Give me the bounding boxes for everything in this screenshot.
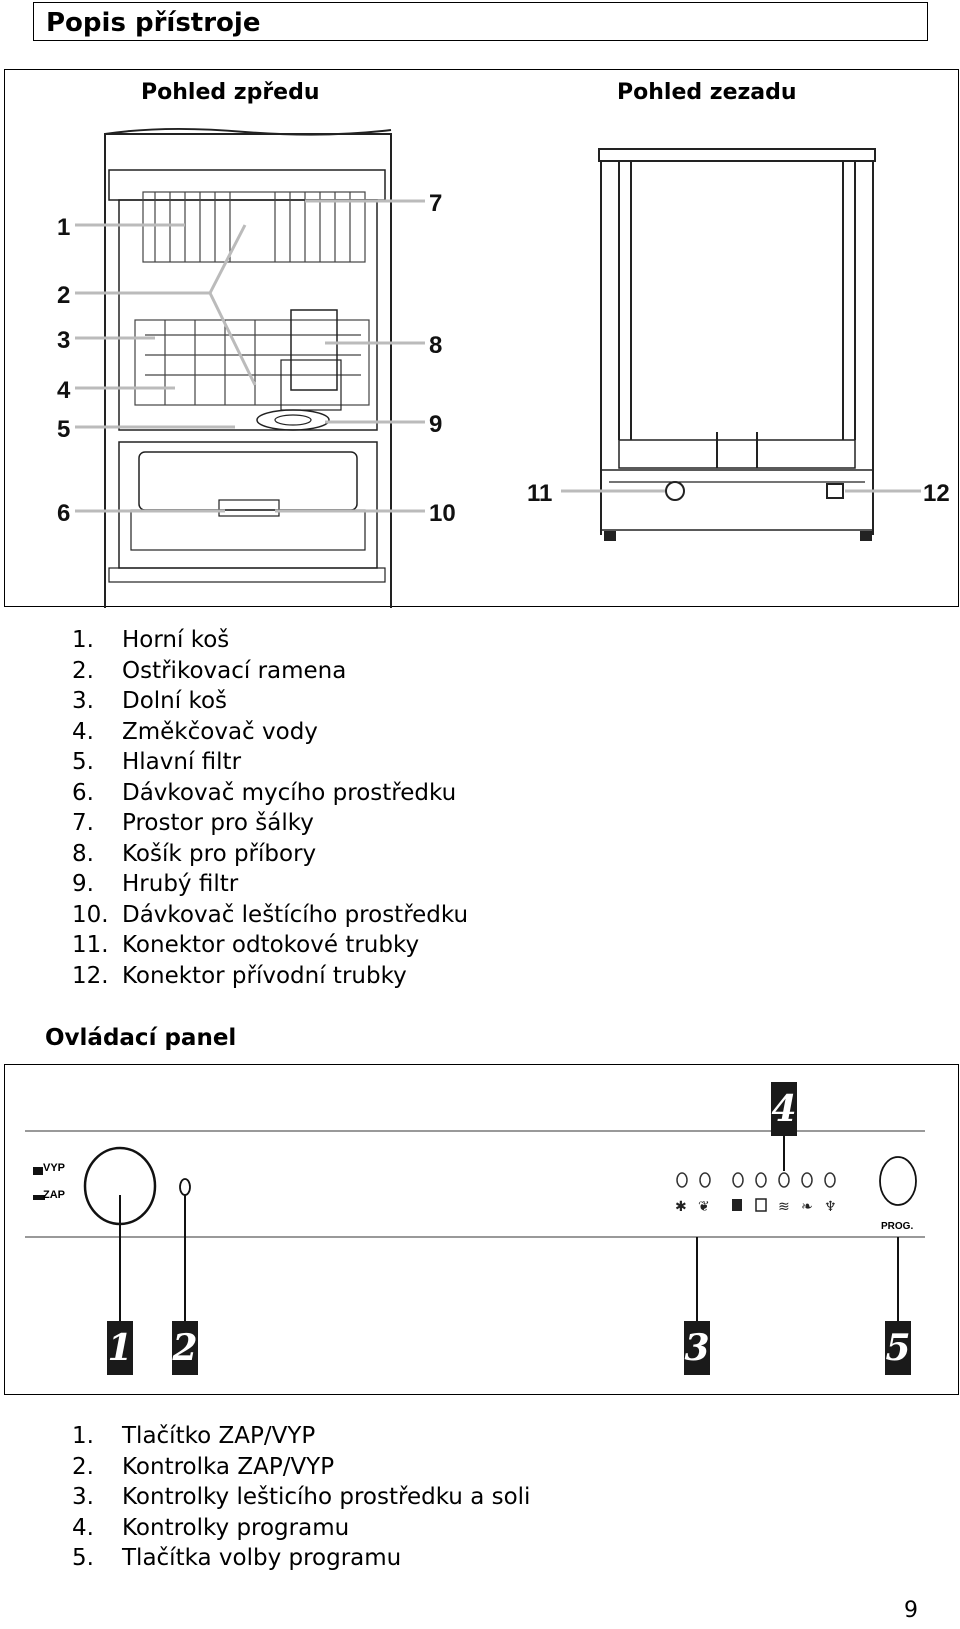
panel-callout-1: 1 [107,1321,133,1375]
svg-text:♆: ♆ [824,1199,837,1215]
controls-list: 1.Tlačítko ZAP/VYP 2.Kontrolka ZAP/VYP 3… [72,1421,530,1574]
list-item: 4.Změkčovač vody [72,718,318,745]
page-title: Popis přístroje [46,8,261,38]
control-panel-figure: ✱ ❦ ≋ ❧ ♆ VYP ZAP PROG. 1 2 3 4 5 [4,1064,959,1395]
callout-3: 3 [57,327,70,354]
dishwasher-drawing: 1 2 3 4 5 6 7 8 9 10 [57,127,950,608]
back-view-label: Pohled zezadu [617,80,797,105]
callout-6: 6 [57,500,70,527]
zap-label: ZAP [43,1189,65,1201]
list-item: 3.Kontrolky lešticího prostředku a soli [72,1484,531,1510]
list-item: 2.Kontrolka ZAP/VYP [72,1453,335,1480]
panel-callout-2: 2 [172,1321,198,1375]
panel-callout-5: 5 [885,1321,911,1375]
vyp-label: VYP [43,1162,66,1174]
callout-1: 1 [57,214,70,241]
list-item: 2.Ostřikovací ramena [72,657,347,684]
front-view-label: Pohled zpředu [141,80,320,105]
list-item: 3.Dolní koš [72,688,228,714]
callout-12: 12 [923,480,950,507]
list-item: 11.Konektor odtokové trubky [72,932,420,958]
callout-4: 4 [57,377,71,404]
callout-2: 2 [57,282,70,309]
list-item: 7.Prostor pro šálky [72,810,314,836]
list-item: 9.Hrubý filtr [72,871,239,897]
list-item: 5.Tlačítka volby programu [72,1545,402,1571]
panel-callout-3: 3 [684,1321,710,1375]
callout-9: 9 [429,411,442,438]
panel-callout-4: 4 [771,1082,797,1136]
callout-8: 8 [429,332,442,359]
list-item: 1.Tlačítko ZAP/VYP [72,1423,316,1449]
list-item: 1.Horní koš [72,627,230,653]
list-item: 6.Dávkovač mycího prostředku [72,779,457,806]
list-item: 10.Dávkovač leštícího prostředku [72,901,469,928]
callout-5: 5 [57,416,70,443]
callout-11: 11 [527,480,552,507]
page-number: 9 [904,1598,918,1623]
svg-text:✱: ✱ [675,1199,687,1215]
appliance-figure: Pohled zpředu Pohled zezadu [4,69,959,608]
list-item: 5.Hlavní filtr [72,749,242,775]
control-panel-drawing: ✱ ❦ ≋ ❧ ♆ [25,1130,925,1321]
parts-list: 1.Horní koš 2.Ostřikovací ramena 3.Dolní… [72,625,468,991]
power-light-shape [179,1178,191,1196]
section-title-box: Popis přístroje [33,2,928,41]
list-item: 8.Košík pro příbory [72,840,317,867]
svg-text:≋: ≋ [778,1199,790,1215]
program-button-shape [879,1156,917,1206]
callout-7: 7 [429,190,442,217]
svg-text:❦: ❦ [698,1199,710,1215]
panel-section-title: Ovládací panel [45,1025,237,1051]
list-item: 4.Kontrolky programu [72,1514,350,1541]
prog-label: PROG. [881,1221,914,1232]
callout-10: 10 [429,500,456,527]
back-view-drawing [598,148,876,541]
svg-text:❧: ❧ [801,1199,813,1215]
list-item: 12.Konektor přívodní trubky [72,962,407,989]
